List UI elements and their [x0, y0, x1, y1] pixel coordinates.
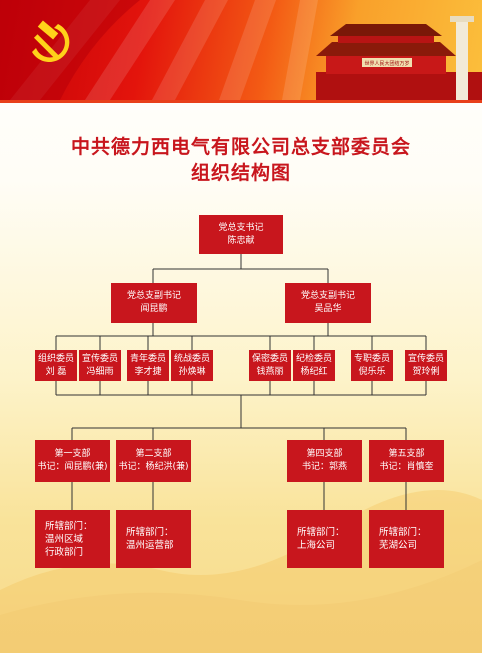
person-name: 倪乐乐 [358, 366, 386, 377]
member-box-8: 宣传委员 贺玲俐 [405, 350, 447, 381]
dept-box-2: 所辖部门： 温州运营部 [116, 510, 191, 568]
banner-edge [0, 100, 482, 103]
chart-title: 中共德力西电气有限公司总支部委员会 [70, 136, 411, 158]
branch-name: 第四支部 [306, 449, 343, 459]
role-label: 统战委员 [173, 353, 210, 364]
branch-name: 第一支部 [54, 449, 91, 459]
member-box-7: 专职委员 倪乐乐 [351, 350, 393, 381]
member-box-2: 宣传委员 冯细雨 [79, 350, 121, 381]
branch-box-4: 第五支部 书记：肖慎奎 [369, 440, 444, 482]
branch-name: 第二支部 [135, 449, 172, 459]
dept-line: 行政部门 [45, 546, 84, 558]
branch-secretary: 书记：闻昆鹏(兼) [37, 462, 108, 472]
chart-subtitle: 组织结构图 [190, 162, 291, 184]
person-name: 刘 磊 [45, 366, 67, 377]
dept-line: 所辖部门： [379, 527, 427, 538]
person-name: 陈忠献 [227, 235, 255, 246]
person-name: 闻昆鹏 [140, 304, 168, 314]
person-name: 冯细雨 [86, 366, 114, 377]
dept-line: 所辖部门： [297, 527, 345, 538]
role-label: 党总支副书记 [300, 291, 355, 301]
member-box-3: 青年委员 李才捷 [127, 350, 169, 381]
member-box-5: 保密委员 钱燕丽 [249, 350, 291, 381]
role-label: 组织委员 [37, 353, 74, 364]
person-name: 贺玲俐 [412, 366, 440, 377]
role-label: 党总支副书记 [126, 291, 181, 301]
branch-box-3: 第四支部 书记：郭燕 [287, 440, 362, 482]
dept-box-3: 所辖部门： 上海公司 [287, 510, 362, 568]
dept-line: 上海公司 [297, 540, 336, 551]
branch-secretary: 书记：郭燕 [301, 462, 347, 472]
deputy-secretary-box-2: 党总支副书记 吴品华 [285, 283, 371, 323]
role-label: 专职委员 [353, 353, 390, 364]
role-label: 纪检委员 [295, 353, 332, 364]
role-label: 宣传委员 [407, 353, 444, 364]
branch-secretary: 书记：肖慎奎 [379, 462, 434, 472]
dept-box-1: 所辖部门： 温州区域 行政部门 [35, 510, 110, 568]
person-name: 李才捷 [134, 366, 162, 377]
person-name: 钱燕丽 [256, 366, 284, 377]
dept-box-4: 所辖部门： 芜湖公司 [369, 510, 444, 568]
hammer-sickle-icon [32, 20, 70, 63]
role-label: 宣传委员 [81, 353, 118, 364]
branch-name: 第五支部 [388, 449, 425, 459]
tiananmen-gate-image: 世界人民大团结万岁 [316, 16, 482, 100]
gate-sign-text: 世界人民大团结万岁 [364, 60, 409, 67]
role-label: 青年委员 [129, 353, 166, 364]
person-name: 杨纪红 [300, 366, 328, 377]
dept-line: 温州运营部 [126, 540, 174, 551]
branch-secretary: 书记：杨纪洪(兼) [118, 462, 189, 472]
branch-box-1: 第一支部 书记：闻昆鹏(兼) [35, 440, 110, 482]
member-box-4: 统战委员 孙焕琳 [171, 350, 213, 381]
person-name: 孙焕琳 [178, 366, 206, 377]
member-box-1: 组织委员 刘 磊 [35, 350, 77, 381]
role-label: 保密委员 [251, 353, 288, 364]
person-name: 吴品华 [314, 304, 342, 314]
member-box-6: 纪检委员 杨纪红 [293, 350, 335, 381]
dept-line: 芜湖公司 [379, 540, 418, 551]
branch-box-2: 第二支部 书记：杨纪洪(兼) [116, 440, 191, 482]
dept-line: 所辖部门： [45, 520, 93, 532]
deputy-secretary-box-1: 党总支副书记 闻昆鹏 [111, 283, 197, 323]
header-banner: 世界人民大团结万岁 [0, 0, 482, 100]
party-secretary-box: 党总支书记 陈忠献 [199, 215, 283, 254]
role-label: 党总支书记 [218, 222, 264, 233]
dept-line: 温州区域 [45, 533, 84, 545]
dept-line: 所辖部门： [126, 527, 174, 538]
